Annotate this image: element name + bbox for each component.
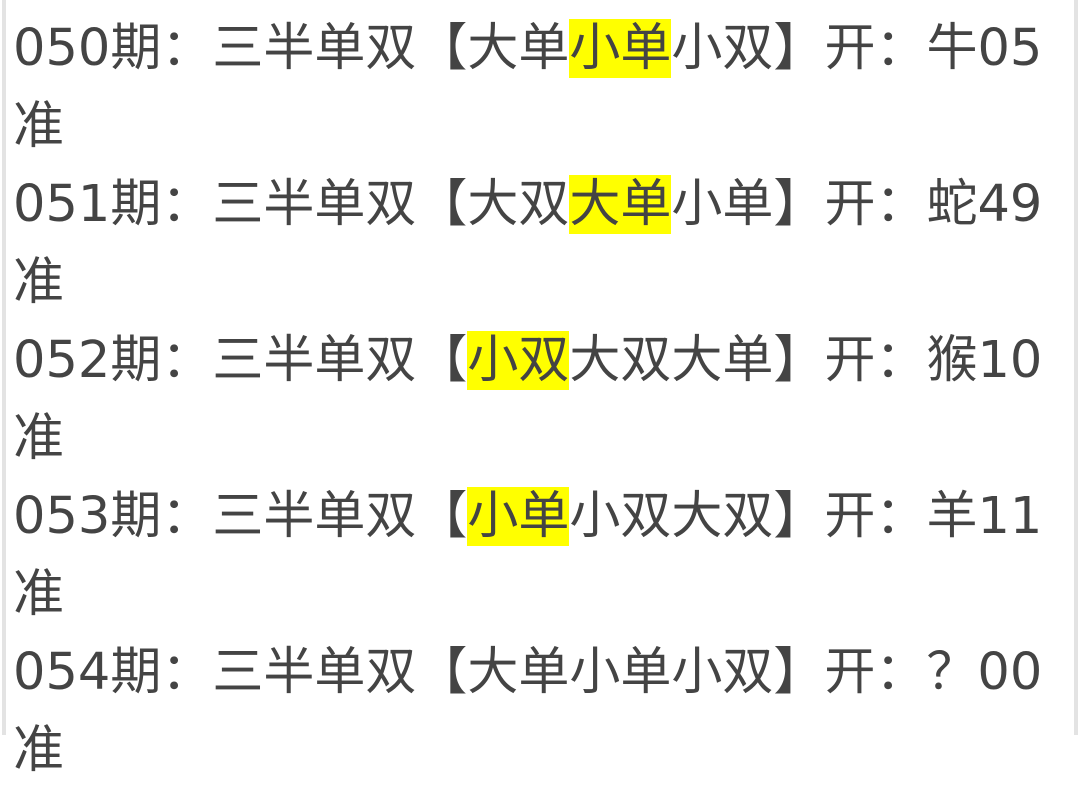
record-line: 051期：三半单双【大双大单小单】开：蛇49 xyxy=(13,166,1063,244)
pick-post: 小单 xyxy=(671,175,774,234)
open-bracket: 【 xyxy=(416,331,468,390)
pick-highlighted: 大单 xyxy=(569,175,672,234)
result-value: ？00 xyxy=(926,643,1043,702)
result-label: 开： xyxy=(824,331,927,390)
close-bracket: 】 xyxy=(773,175,825,234)
prediction-list: 050期：三半单双【大单小单小双】开：牛05 准 051期：三半单双【大双大单小… xyxy=(13,10,1063,790)
open-bracket: 【 xyxy=(416,643,468,702)
right-scrollbar[interactable] xyxy=(1074,0,1078,735)
record-052: 052期：三半单双【小双大双大单】开：猴10 准 xyxy=(13,322,1063,478)
pick-highlighted: 小单 xyxy=(569,19,672,78)
pick-highlighted: 小双 xyxy=(467,331,570,390)
pick-pre: 大单小单小双 xyxy=(467,643,774,702)
record-line: 054期：三半单双【大单小单小双】开：？00 xyxy=(13,634,1063,712)
pick-pre: 大双 xyxy=(467,175,570,234)
pick-post: 大双大单 xyxy=(569,331,774,390)
result-label: 开： xyxy=(824,643,927,702)
record-line: 053期：三半单双【小单小双大双】开：羊11 xyxy=(13,478,1063,556)
result-value: 猴10 xyxy=(926,331,1043,390)
record-line: 050期：三半单双【大单小单小双】开：牛05 xyxy=(13,10,1063,88)
record-053: 053期：三半单双【小单小双大双】开：羊11 准 xyxy=(13,478,1063,634)
result-value: 羊11 xyxy=(926,487,1043,546)
close-bracket: 】 xyxy=(773,331,825,390)
category: 三半单双 xyxy=(212,487,417,546)
close-bracket: 】 xyxy=(773,643,825,702)
pick-pre: 大单 xyxy=(467,19,570,78)
category: 三半单双 xyxy=(212,19,417,78)
category: 三半单双 xyxy=(212,331,417,390)
status-label: 准 xyxy=(13,565,65,624)
status-label: 准 xyxy=(13,409,65,468)
left-border xyxy=(2,0,6,735)
result-label: 开： xyxy=(824,487,927,546)
pick-highlighted: 小单 xyxy=(467,487,570,546)
period: 051期： xyxy=(13,175,213,234)
record-050: 050期：三半单双【大单小单小双】开：牛05 准 xyxy=(13,10,1063,166)
record-line: 052期：三半单双【小双大双大单】开：猴10 xyxy=(13,322,1063,400)
period: 054期： xyxy=(13,643,213,702)
open-bracket: 【 xyxy=(416,175,468,234)
record-054: 054期：三半单双【大单小单小双】开：？00 准 xyxy=(13,634,1063,790)
period: 053期： xyxy=(13,487,213,546)
open-bracket: 【 xyxy=(416,487,468,546)
record-051: 051期：三半单双【大双大单小单】开：蛇49 准 xyxy=(13,166,1063,322)
pick-post: 小双大双 xyxy=(569,487,774,546)
category: 三半单双 xyxy=(212,175,417,234)
status-label: 准 xyxy=(13,253,65,312)
status-label: 准 xyxy=(13,721,65,780)
period: 052期： xyxy=(13,331,213,390)
category: 三半单双 xyxy=(212,643,417,702)
close-bracket: 】 xyxy=(773,487,825,546)
result-value: 蛇49 xyxy=(926,175,1043,234)
close-bracket: 】 xyxy=(773,19,825,78)
result-value: 牛05 xyxy=(926,19,1043,78)
status-label: 准 xyxy=(13,97,65,156)
period: 050期： xyxy=(13,19,213,78)
pick-post: 小双 xyxy=(671,19,774,78)
result-label: 开： xyxy=(824,175,927,234)
open-bracket: 【 xyxy=(416,19,468,78)
result-label: 开： xyxy=(824,19,927,78)
